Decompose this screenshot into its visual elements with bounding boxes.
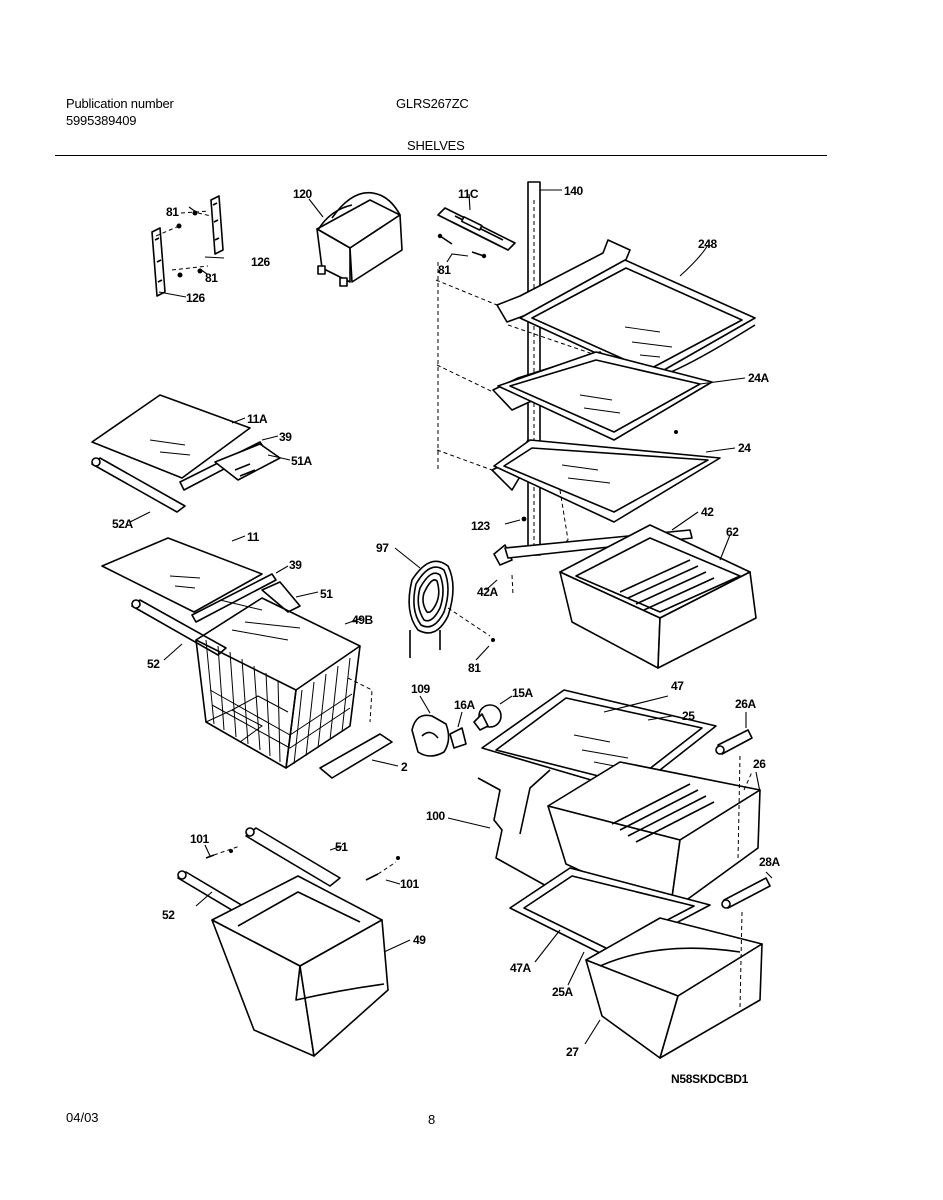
part-slide-28a[interactable] [721,877,771,909]
part-coil-97[interactable] [408,560,454,658]
part-slide-51a[interactable] [214,443,281,481]
callout-81: 81 [438,263,451,277]
part-slide-51-lower[interactable] [245,827,341,887]
callout-100: 100 [426,809,446,823]
page-number: 8 [428,1112,436,1127]
publication-number: 5995389409 [66,113,137,128]
part-drawer-62[interactable] [559,524,757,669]
part-drawer-27[interactable] [585,917,763,1059]
callout-26: 26 [753,757,766,771]
part-slide-52a[interactable] [91,457,186,513]
callout-81: 81 [468,661,481,675]
callout-11: 11 [247,530,260,544]
callout-26a: 26A [735,697,757,711]
callout-25: 25 [682,709,695,723]
callout-2: 2 [401,760,408,774]
diagram-code: N58SKDCBD1 [671,1072,749,1086]
part-slide-26a[interactable] [715,729,753,755]
part-rail-140[interactable] [527,181,541,556]
screw-123[interactable] [521,516,527,522]
callout-39: 39 [279,430,292,444]
callout-49: 49 [413,933,426,947]
callout-81: 81 [205,271,218,285]
callout-140: 140 [564,184,584,198]
part-shelf-24[interactable] [491,439,721,523]
part-slide-51[interactable] [261,581,301,613]
part-shelf-24a[interactable] [492,351,713,441]
part-shelf-11a[interactable] [91,394,251,479]
model-number: GLRS267ZC [396,96,469,111]
callout-16a: 16A [454,698,476,712]
callout-42a: 42A [477,585,499,599]
callout-49b: 49B [352,613,374,627]
part-11c-trim[interactable] [437,207,516,251]
header-rule [55,155,827,156]
callout-81: 81 [166,205,179,219]
callout-52: 52 [162,908,175,922]
callout-25a: 25A [552,985,574,999]
part-housing-109[interactable] [411,714,450,757]
callout-62: 62 [726,525,739,539]
callout-28a: 28A [759,855,781,869]
callout-52a: 52A [112,517,134,531]
callout-47: 47 [671,679,684,693]
callout-24a: 24A [748,371,770,385]
callout-97: 97 [376,541,389,555]
callout-47a: 47A [510,961,532,975]
callout-52: 52 [147,657,160,671]
part-shelf-11[interactable] [101,537,263,613]
screw-101-group[interactable] [205,849,400,881]
part-dairy-bin-120[interactable] [316,191,403,287]
callout-51a: 51A [291,454,313,468]
part-panel-100[interactable] [477,769,551,889]
callout-126: 126 [186,291,206,305]
part-cover-47[interactable] [481,689,717,793]
callout-39: 39 [289,558,302,572]
screw-81-group-b[interactable] [437,233,487,259]
part-cover-47a[interactable] [509,867,711,959]
callout-101: 101 [400,877,420,891]
footer-date: 04/03 [66,1110,99,1125]
part-wire-basket-49b[interactable] [195,597,361,769]
callout-51: 51 [335,840,348,854]
part-drawer-26[interactable] [547,761,761,913]
callout-11a: 11A [247,412,268,426]
section-title: SHELVES [407,138,465,153]
callout-248: 248 [698,237,718,251]
callout-120: 120 [293,187,313,201]
callout-126: 126 [251,255,271,269]
callout-42: 42 [701,505,714,519]
part-bulb-15a[interactable] [473,704,502,731]
part-bin-49[interactable] [211,875,389,1057]
part-trim-39-lower[interactable] [191,573,277,623]
part-bracket-126-left[interactable] [151,227,166,297]
callout-11c: 11C [458,187,479,201]
callout-15a: 15A [512,686,534,700]
part-bracket-126-right[interactable] [210,195,224,255]
part-slide-52[interactable] [131,599,227,656]
screw-81-group-a[interactable] [176,210,203,278]
callout-101: 101 [190,832,210,846]
part-socket-16a[interactable] [449,727,467,749]
callout-51: 51 [320,587,333,601]
callout-24: 24 [738,441,751,455]
publication-number-label: Publication number [66,96,174,111]
callout-27: 27 [566,1045,579,1059]
callout-123: 123 [471,519,491,533]
callout-109: 109 [411,682,431,696]
part-2-trim[interactable] [319,733,393,779]
